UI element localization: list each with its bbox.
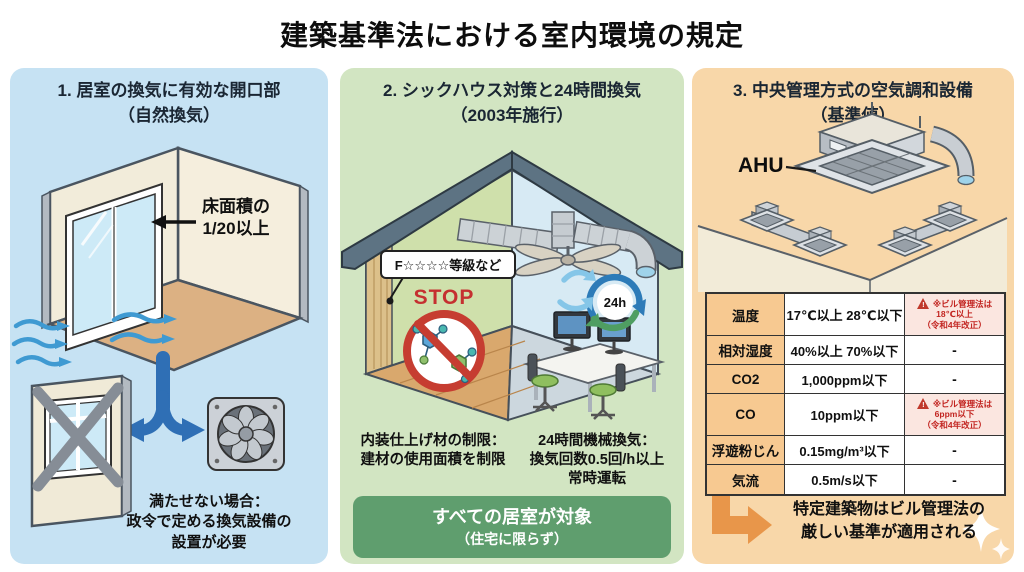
ventilation-note-line1: 24時間機械換気： xyxy=(538,433,656,449)
panel-central-ac: 3. 中央管理方式の空気調和設備 （基準値） xyxy=(692,68,1014,564)
row-value: 1,000ppm以下 xyxy=(785,365,905,393)
window-icon xyxy=(65,182,163,352)
grade-label-pointer xyxy=(386,275,405,305)
table-row-co: CO 10ppm以下 ※ビル管理法は 6ppm以下 （令和4年改正） xyxy=(707,394,1004,436)
wind-arrow-icon xyxy=(11,312,169,367)
warning-line2: 18℃以上 xyxy=(936,309,973,320)
room-illustration xyxy=(41,146,309,372)
panel3-title: 3. 中央管理方式の空気調和設備 （基準値） xyxy=(692,79,1014,128)
panel2-title-line1: 2. シックハウス対策と24時間換気 xyxy=(383,81,641,100)
row-item-label: CO xyxy=(707,394,785,435)
warning-note: ※ビル管理法は 6ppm以下 （令和4年改正） xyxy=(905,398,1004,430)
warning-icon xyxy=(916,298,930,310)
fallback-note-line2: 政令で定める換気設備の xyxy=(126,513,292,531)
row-value: 17℃以上 28℃以下 xyxy=(785,294,905,335)
warning-line1: ※ビル管理法は xyxy=(932,298,993,309)
panel2-title-line2: （2003年施行） xyxy=(450,105,574,125)
panel-sick-house: 2. シックハウス対策と24時間換気 （2003年施行） xyxy=(340,68,684,564)
office-chairs xyxy=(527,353,626,420)
fallback-note: 満たせない場合： 政令で定める換気設備の 設置が必要 xyxy=(94,492,324,553)
split-arrow-icon xyxy=(121,351,205,442)
panel1-title-line2: （自然換気） xyxy=(118,105,220,125)
row-value: 40%以上 70%以下 xyxy=(785,336,905,364)
badge-24h: 24h xyxy=(597,284,633,320)
row-note: - xyxy=(905,465,1004,494)
warning-icon xyxy=(916,398,930,410)
row-note: ※ビル管理法は 18℃以上 （令和4年改正） xyxy=(905,294,1004,335)
page-title: 建築基準法における室内環境の規定 xyxy=(279,20,744,51)
row-value: 0.15mg/m³以下 xyxy=(785,436,905,464)
warning-note: ※ビル管理法は 18℃以上 （令和4年改正） xyxy=(905,298,1004,330)
stop-label: STOP xyxy=(413,286,475,309)
table-row-temperature: 温度 17℃以上 28℃以下 ※ビル管理法は 18℃以上 （令和4年改正） xyxy=(707,294,1004,336)
blocked-window-icon xyxy=(30,374,132,528)
mechanical-ventilation-note: 24時間機械換気： 換気回数0.5回/h以上 常時運転 xyxy=(518,432,676,489)
floor-area-note-line2: 1/20以上 xyxy=(202,219,270,239)
fallback-note-line3: 設置が必要 xyxy=(171,533,247,551)
row-value: 0.5m/s以下 xyxy=(785,465,905,494)
warning-line3: （令和4年改正） xyxy=(922,420,987,430)
scope-banner-line1: すべての居室が対象 xyxy=(431,507,593,528)
ahu-small-units xyxy=(738,201,979,257)
warning-line2: 6ppm以下 xyxy=(934,409,975,420)
ahu-pointer-line xyxy=(785,165,817,173)
sparkle-icon xyxy=(962,506,1010,560)
table-row-co2: CO2 1,000ppm以下 - xyxy=(707,365,1004,394)
scope-banner-line2: （住宅に限らず） xyxy=(456,530,568,547)
ceiling-walls xyxy=(697,217,1008,292)
wind-arrowheads xyxy=(55,314,177,367)
ventilation-note-line3: 常時運転 xyxy=(568,470,626,487)
panel-natural-ventilation: 1. 居室の換気に有効な開口部 （自然換気） xyxy=(10,68,328,564)
row-item-label: 気流 xyxy=(707,465,785,494)
fallback-note-line1: 満たせない場合： xyxy=(148,493,269,510)
row-item-label: 浮遊粉じん xyxy=(707,436,785,464)
floor-area-arrow xyxy=(151,215,196,229)
duct-icon xyxy=(456,211,657,279)
table-row-airflow: 気流 0.5m/s以下 - xyxy=(707,465,1004,494)
table-row-humidity: 相対湿度 40%以上 70%以下 - xyxy=(707,336,1004,365)
interior-note-line2: 建材の使用面積を制限 xyxy=(360,451,506,468)
warning-line1: ※ビル管理法は xyxy=(932,398,993,409)
building-law-note-line2: 厳しい基準が適用される xyxy=(800,524,977,542)
table-row-dust: 浮遊粉じん 0.15mg/m³以下 - xyxy=(707,436,1004,465)
no-entry-icon xyxy=(403,310,485,392)
grade-label: F☆☆☆☆等級など xyxy=(380,250,516,279)
warning-line3: （令和4年改正） xyxy=(922,320,987,330)
row-note: ※ビル管理法は 6ppm以下 （令和4年改正） xyxy=(905,394,1004,435)
panel1-illustration xyxy=(11,146,309,528)
panel1-title: 1. 居室の換気に有効な開口部 （自然換気） xyxy=(10,79,328,128)
fan-icon xyxy=(207,397,285,471)
panel2-illustration xyxy=(341,150,683,422)
panel2-title: 2. シックハウス対策と24時間換気 （2003年施行） xyxy=(340,79,684,128)
panel1-title-line1: 1. 居室の換気に有効な開口部 xyxy=(57,81,281,100)
panel3-title-line1: 3. 中央管理方式の空気調和設備 xyxy=(733,81,973,100)
scope-banner: すべての居室が対象 （住宅に限らず） xyxy=(353,496,671,558)
row-item-label: 温度 xyxy=(707,294,785,335)
interior-finish-note: 内装仕上げ材の制限： 建材の使用面積を制限 xyxy=(350,432,516,470)
row-item-label: CO2 xyxy=(707,365,785,393)
floor-area-note: 床面積の 1/20以上 xyxy=(186,196,286,240)
ahu-label: AHU xyxy=(738,154,784,177)
row-note: - xyxy=(905,336,1004,364)
cycle-arrows-icon xyxy=(557,269,646,332)
ventilation-note-line2: 換気回数0.5回/h以上 xyxy=(529,451,665,468)
interior-note-line1: 内装仕上げ材の制限： xyxy=(360,433,506,449)
row-value: 10ppm以下 xyxy=(785,394,905,435)
floor-area-note-line1: 床面積の xyxy=(202,197,270,216)
standards-table: 温度 17℃以上 28℃以下 ※ビル管理法は 18℃以上 （令和4年改正） 相対… xyxy=(705,292,1006,496)
panel3-illustration xyxy=(697,102,1010,560)
row-item-label: 相対湿度 xyxy=(707,336,785,364)
building-law-note: 特定建築物はビル管理法の 厳しい基準が適用される xyxy=(770,498,1008,544)
row-note: - xyxy=(905,436,1004,464)
building-law-note-line1: 特定建築物はビル管理法の xyxy=(792,501,985,518)
orange-arrow-icon xyxy=(712,494,772,544)
ahu-central-unit xyxy=(792,102,952,195)
row-note: - xyxy=(905,365,1004,393)
